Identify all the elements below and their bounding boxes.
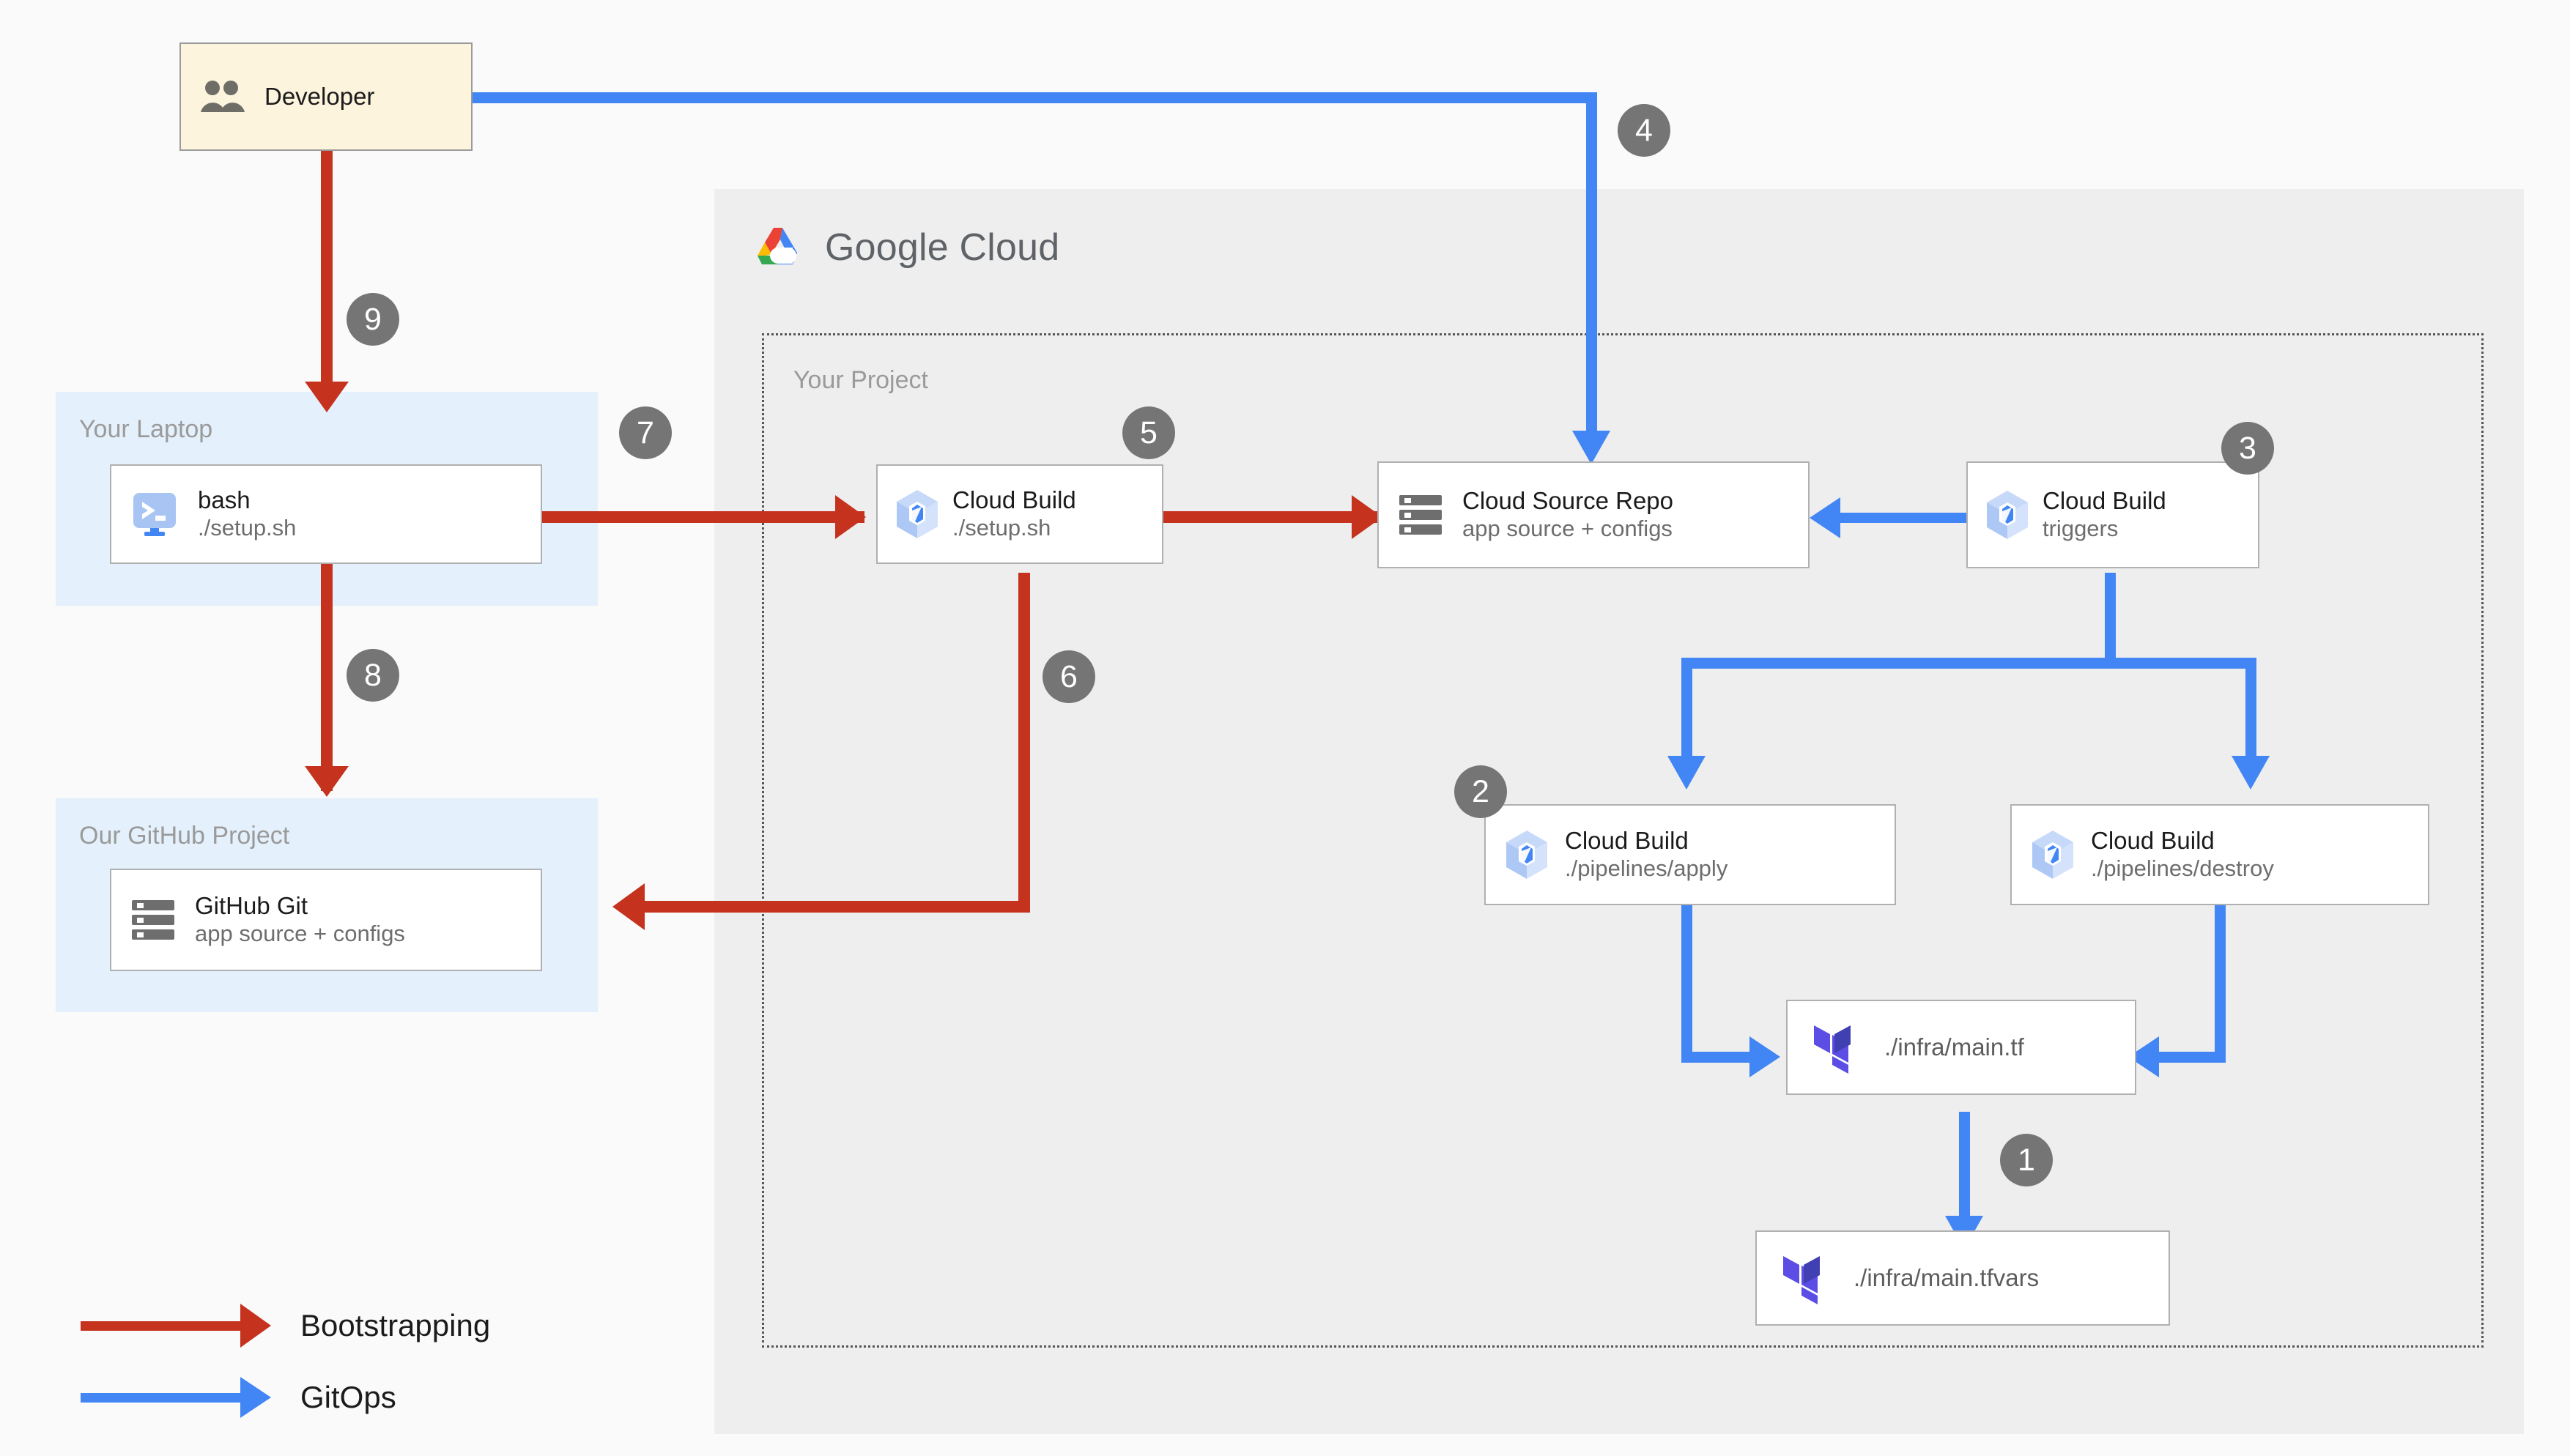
google-cloud-header: Google Cloud	[756, 226, 1059, 270]
node-cloud-build-triggers-text: Cloud Build triggers	[2043, 487, 2166, 543]
node-cloud-build-setup-text: Cloud Build ./setup.sh	[952, 486, 1076, 542]
node-cloud-build-apply[interactable]: Cloud Build ./pipelines/apply	[1484, 804, 1896, 905]
your-project-zone	[762, 333, 2484, 1348]
node-terraform-main-tfvars[interactable]: ./infra/main.tfvars	[1755, 1230, 2170, 1326]
node-github-git[interactable]: GitHub Git app source + configs	[110, 869, 542, 971]
node-developer-text: Developer	[264, 83, 374, 111]
step-badge-7: 7	[619, 406, 672, 459]
legend-row-bootstrapping: Bootstrapping	[81, 1304, 490, 1348]
your-project-label: Your Project	[793, 366, 928, 394]
step-badge-2: 2	[1454, 765, 1507, 818]
terminal-icon	[130, 491, 179, 537]
node-bash-title: bash	[198, 486, 251, 514]
node-terraform-main-tfvars-label: ./infra/main.tfvars	[1854, 1263, 2040, 1291]
node-github-git-title: GitHub Git	[195, 892, 308, 920]
node-cloud-build-setup-sub: ./setup.sh	[952, 515, 1051, 541]
node-github-git-text: GitHub Git app source + configs	[195, 892, 405, 948]
node-bash[interactable]: bash ./setup.sh	[110, 464, 542, 564]
step-badge-4: 4	[1618, 104, 1670, 157]
node-cloud-build-apply-sub: ./pipelines/apply	[1565, 855, 1728, 882]
node-cloud-build-setup[interactable]: Cloud Build ./setup.sh	[876, 464, 1163, 564]
node-cloud-build-apply-title: Cloud Build	[1565, 827, 1689, 855]
cloud-build-icon	[894, 489, 941, 540]
node-cloud-source-repo-text: Cloud Source Repo app source + configs	[1462, 487, 1673, 543]
cloud-build-icon	[1503, 829, 1550, 880]
node-bash-sub: ./setup.sh	[198, 515, 297, 541]
step-badge-3: 3	[2221, 422, 2274, 475]
node-cloud-source-repo-sub: app source + configs	[1462, 516, 1673, 542]
legend: Bootstrapping GitOps	[81, 1289, 593, 1421]
legend-line-gitops	[81, 1393, 242, 1403]
legend-row-gitops: GitOps	[81, 1375, 396, 1419]
node-cloud-build-setup-title: Cloud Build	[952, 486, 1076, 514]
legend-arrow-bootstrapping	[240, 1304, 271, 1348]
legend-label-gitops: GitOps	[300, 1380, 396, 1414]
step-badge-5: 5	[1122, 406, 1175, 459]
node-cloud-build-destroy[interactable]: Cloud Build ./pipelines/destroy	[2010, 804, 2429, 905]
legend-line-bootstrapping	[81, 1321, 242, 1331]
node-cloud-build-triggers[interactable]: Cloud Build triggers	[1966, 461, 2259, 568]
people-icon	[200, 80, 245, 114]
terraform-icon	[1782, 1250, 1829, 1306]
legend-arrow-gitops	[240, 1377, 271, 1418]
google-cloud-wordmark: Google Cloud	[825, 226, 1060, 269]
your-laptop-label: Your Laptop	[79, 415, 213, 443]
terraform-icon	[1812, 1019, 1859, 1075]
node-cloud-build-destroy-title: Cloud Build	[2091, 827, 2215, 855]
node-terraform-main-tf-text: ./infra/main.tf	[1884, 1033, 2024, 1062]
step-badge-6: 6	[1043, 650, 1095, 703]
node-developer-title: Developer	[264, 82, 375, 110]
node-terraform-main-tf-label: ./infra/main.tf	[1884, 1033, 2024, 1061]
cloud-build-icon	[1984, 489, 2031, 541]
node-developer[interactable]: Developer	[179, 42, 473, 151]
node-terraform-main-tf[interactable]: ./infra/main.tf	[1786, 1000, 2136, 1095]
node-terraform-main-tfvars-text: ./infra/main.tfvars	[1854, 1264, 2039, 1293]
node-cloud-build-destroy-sub: ./pipelines/destroy	[2091, 855, 2274, 882]
step-badge-8: 8	[347, 649, 399, 702]
step-badge-1: 1	[2000, 1134, 2053, 1186]
our-github-project-label: Our GitHub Project	[79, 822, 290, 850]
node-cloud-build-triggers-sub: triggers	[2043, 516, 2119, 542]
node-bash-text: bash ./setup.sh	[198, 486, 296, 542]
google-cloud-logo-icon	[758, 228, 797, 264]
step-badge-9: 9	[347, 293, 399, 346]
node-github-git-sub: app source + configs	[195, 921, 405, 947]
repository-icon	[1398, 494, 1443, 536]
legend-label-bootstrapping: Bootstrapping	[300, 1308, 491, 1342]
repository-icon	[130, 899, 176, 941]
cloud-build-icon	[2029, 829, 2076, 880]
node-cloud-source-repo-title: Cloud Source Repo	[1462, 487, 1674, 515]
node-cloud-build-apply-text: Cloud Build ./pipelines/apply	[1565, 827, 1727, 883]
node-cloud-build-triggers-title: Cloud Build	[2043, 487, 2166, 515]
node-cloud-build-destroy-text: Cloud Build ./pipelines/destroy	[2091, 827, 2274, 883]
node-cloud-source-repo[interactable]: Cloud Source Repo app source + configs	[1377, 461, 1810, 568]
